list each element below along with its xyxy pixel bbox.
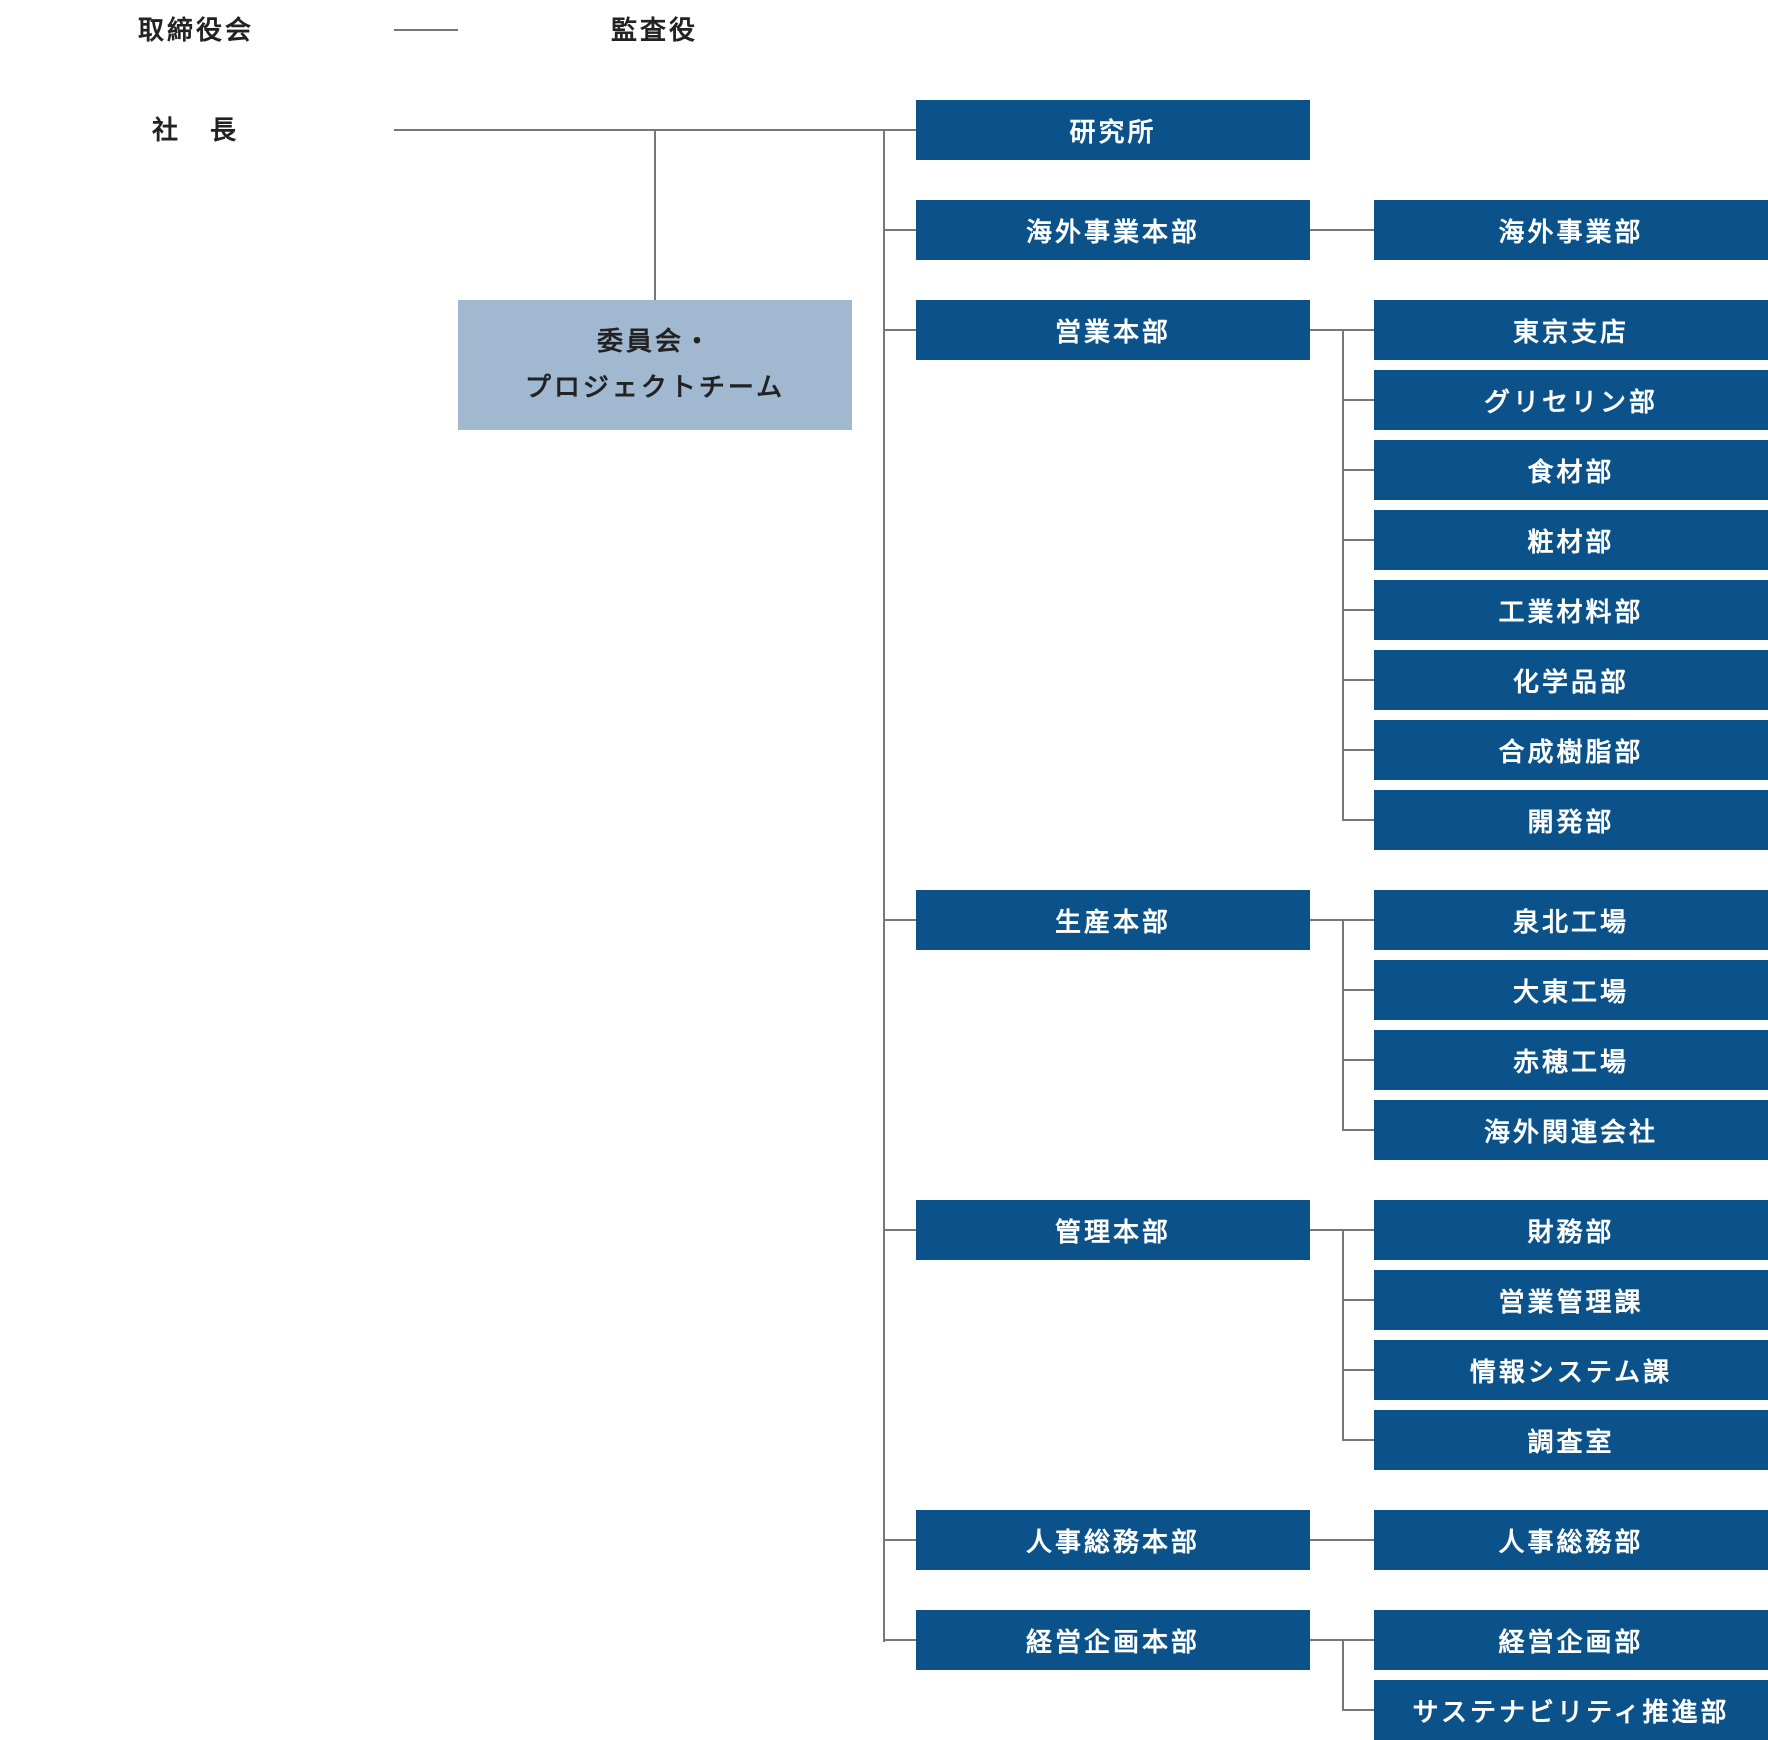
- production-tick: [1342, 989, 1374, 991]
- division-hr: 人事総務本部: [916, 1510, 1310, 1570]
- sales-vertical-line: [1342, 329, 1344, 821]
- management-vertical-line: [1342, 1229, 1344, 1441]
- division-planning: 経営企画本部: [916, 1610, 1310, 1670]
- division-sales: 営業本部: [916, 300, 1310, 360]
- dept-tokyo-branch: 東京支店: [1374, 300, 1768, 360]
- committee-label: 委員会・: [596, 327, 713, 357]
- sales-tick: [1342, 749, 1374, 751]
- dept-sustainability: サステナビリティ推進部: [1374, 1680, 1768, 1740]
- dept-finance: 財務部: [1374, 1200, 1768, 1260]
- planning-connector: [1310, 1639, 1344, 1641]
- planning-tick: [1342, 1639, 1374, 1641]
- production-tick: [1342, 919, 1374, 921]
- dept-food-materials: 食材部: [1374, 440, 1768, 500]
- production-connector: [1310, 919, 1344, 921]
- dept-cosmetic-materials: 粧材部: [1374, 510, 1768, 570]
- dept-overseas-business: 海外事業部: [1374, 200, 1768, 260]
- branch-overseas: [883, 229, 916, 231]
- branch-production: [883, 919, 916, 921]
- sales-tick: [1342, 679, 1374, 681]
- branch-sales: [883, 329, 916, 331]
- branch-management: [883, 1229, 916, 1231]
- sales-tick: [1342, 609, 1374, 611]
- production-vertical-line: [1342, 919, 1344, 1131]
- dept-information-systems: 情報システム課: [1374, 1340, 1768, 1400]
- board-of-directors-label: 取締役会: [138, 16, 255, 46]
- production-tick: [1342, 1129, 1374, 1131]
- branch-planning: [883, 1639, 916, 1641]
- division-overseas: 海外事業本部: [916, 200, 1310, 260]
- management-tick: [1342, 1229, 1374, 1231]
- hr-dept-connector: [1310, 1539, 1374, 1541]
- dept-senboku-plant: 泉北工場: [1374, 890, 1768, 950]
- sales-tick: [1342, 399, 1374, 401]
- production-tick: [1342, 1059, 1374, 1061]
- dept-hr-general-affairs: 人事総務部: [1374, 1510, 1768, 1570]
- sales-tick: [1342, 539, 1374, 541]
- branch-hr: [883, 1539, 916, 1541]
- dept-glycerin: グリセリン部: [1374, 370, 1768, 430]
- management-tick: [1342, 1299, 1374, 1301]
- sales-tick: [1342, 469, 1374, 471]
- overseas-dept-connector: [1310, 229, 1374, 231]
- division-management: 管理本部: [916, 1200, 1310, 1260]
- dept-ako-plant: 赤穂工場: [1374, 1030, 1768, 1090]
- division-research: 研究所: [916, 100, 1310, 160]
- division-trunk-line: [883, 129, 885, 1642]
- planning-vertical-line: [1342, 1639, 1344, 1711]
- dept-overseas-affiliates: 海外関連会社: [1374, 1100, 1768, 1160]
- management-tick: [1342, 1369, 1374, 1371]
- sales-tick: [1342, 329, 1374, 331]
- committee-project-team-box: 委員会・ プロジェクトチーム: [458, 300, 852, 430]
- dept-chemicals: 化学品部: [1374, 650, 1768, 710]
- management-tick: [1342, 1439, 1374, 1441]
- dept-research-office: 調査室: [1374, 1410, 1768, 1470]
- planning-tick: [1342, 1709, 1374, 1711]
- board-auditor-connector: [394, 29, 458, 31]
- management-connector: [1310, 1229, 1344, 1231]
- project-team-label: プロジェクトチーム: [524, 373, 786, 403]
- dept-sales-administration: 営業管理課: [1374, 1270, 1768, 1330]
- dept-industrial-materials: 工業材料部: [1374, 580, 1768, 640]
- dept-development: 開発部: [1374, 790, 1768, 850]
- president-label: 社 長: [152, 116, 240, 146]
- auditor-label: 監査役: [611, 16, 699, 46]
- dept-synthetic-resins: 合成樹脂部: [1374, 720, 1768, 780]
- committee-connector: [654, 129, 656, 300]
- sales-tick: [1342, 819, 1374, 821]
- division-production: 生産本部: [916, 890, 1310, 950]
- dept-daito-plant: 大東工場: [1374, 960, 1768, 1020]
- dept-corporate-planning: 経営企画部: [1374, 1610, 1768, 1670]
- sales-connector: [1310, 329, 1344, 331]
